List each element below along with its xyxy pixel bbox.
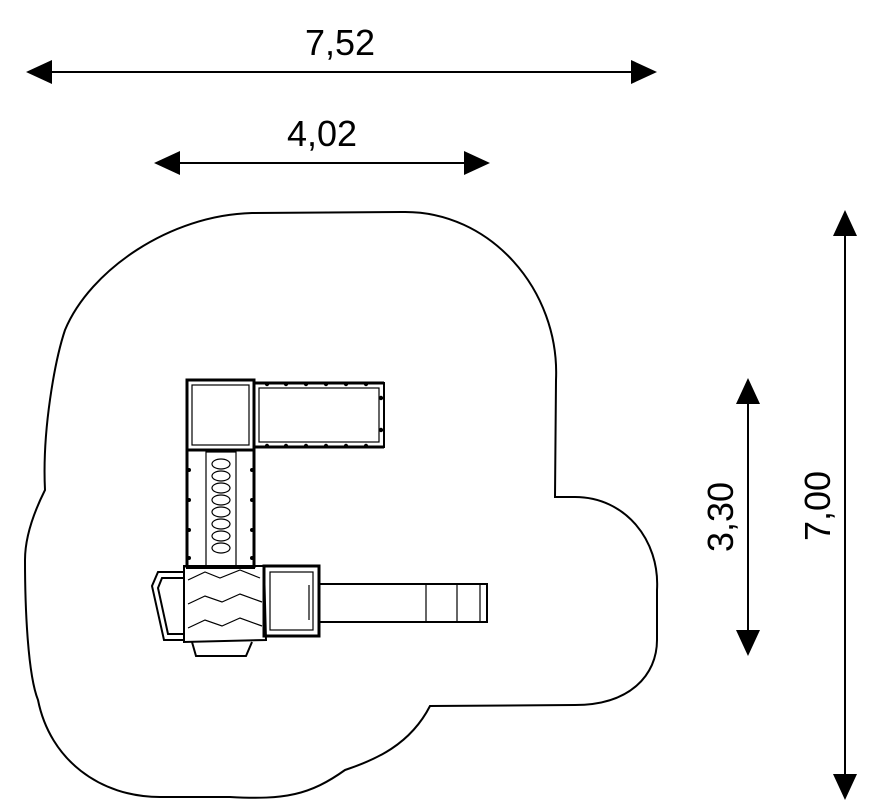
dimension-label-total-depth: 7,00 [797,471,838,541]
arrowhead-down-icon [736,630,760,656]
dimension-label-partial-depth: 3,30 [700,482,741,552]
arrowhead-down-icon [833,774,857,800]
tunnel-rungs [211,458,231,554]
arrowhead-left-icon [26,60,52,84]
dimension-partial-width: 4,02 [154,113,490,175]
upper-platform [185,378,256,452]
slide-platform [262,564,321,638]
tunnel-bolts [187,468,254,560]
side-handrail [150,571,184,641]
climbing-tunnel [185,449,256,569]
arrowhead-up-icon [736,378,760,404]
dimension-total-depth: 7,00 [797,210,857,800]
tower-platform [183,565,268,657]
dimension-total-width: 7,52 [26,22,657,84]
dimension-label-total-width: 7,52 [305,22,375,63]
slide [318,583,488,623]
arrowhead-up-icon [833,210,857,236]
arrowhead-right-icon [631,60,657,84]
arrowhead-left-icon [154,151,180,175]
dimension-label-partial-width: 4,02 [287,113,357,154]
bridge-bolts [264,381,384,449]
safety-zone-outline [23,210,659,799]
arrowhead-right-icon [464,151,490,175]
tower-step [191,641,253,657]
dimension-partial-depth: 3,30 [700,378,760,656]
horizontal-bridge [253,381,385,449]
